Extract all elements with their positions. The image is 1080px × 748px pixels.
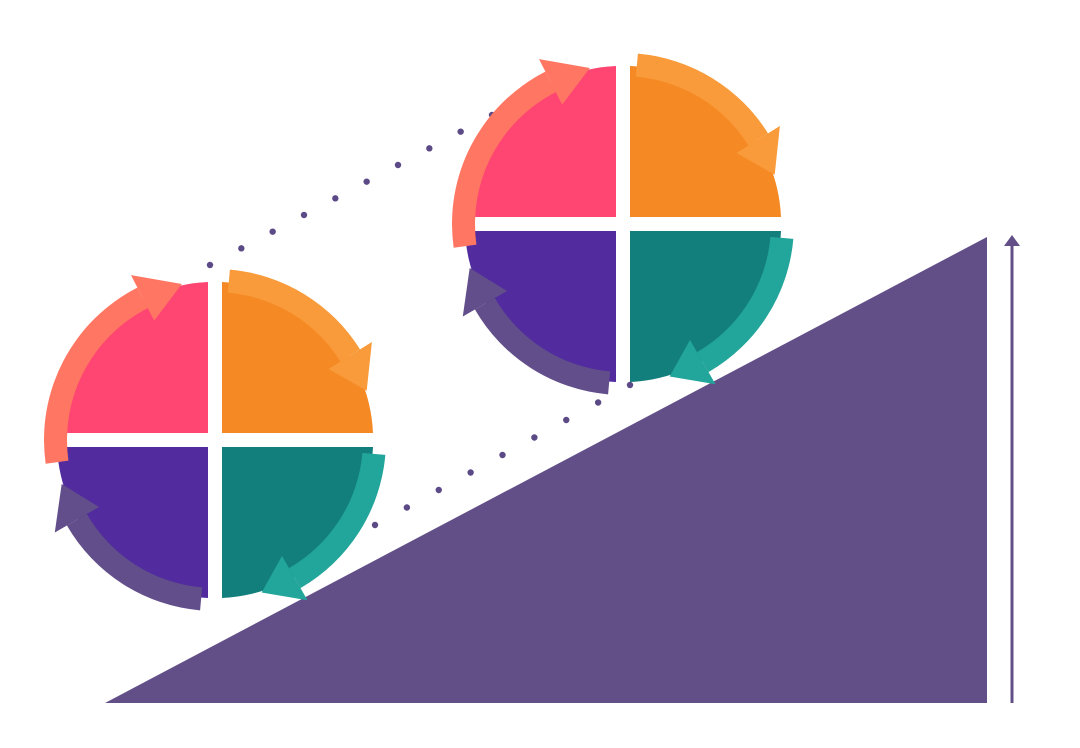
connector-dot xyxy=(426,145,433,152)
quadrant-do xyxy=(630,66,781,217)
arrow-check-icon xyxy=(261,452,386,601)
arrow-check-icon xyxy=(669,236,794,385)
connector-dot xyxy=(499,451,506,459)
quadrant-do xyxy=(222,282,373,433)
connector-dot xyxy=(531,434,538,441)
connector-dot xyxy=(435,486,442,494)
connector-dot xyxy=(332,195,339,202)
connector-dot xyxy=(238,245,245,252)
connector-dot xyxy=(394,161,402,169)
arrow-act-icon xyxy=(462,267,611,395)
cycle-upper xyxy=(451,53,794,395)
quadrant-act xyxy=(57,447,208,598)
connector-dot xyxy=(300,211,308,219)
quadrant-plan xyxy=(57,282,208,433)
arrow-plan-icon xyxy=(43,275,182,464)
connector-dot xyxy=(563,416,570,424)
connector-dot xyxy=(594,399,602,406)
quadrant-act xyxy=(465,231,616,382)
quadrant-plan xyxy=(465,66,616,217)
cycle-lower xyxy=(43,269,386,611)
connector-dot xyxy=(403,504,411,511)
arrow-do-icon xyxy=(227,269,372,391)
connector-dot xyxy=(371,521,379,529)
slope-triangle xyxy=(105,237,987,703)
connector-dot xyxy=(626,381,634,389)
arrow-do-icon xyxy=(635,53,780,175)
quadrant-check xyxy=(630,231,781,382)
connector-dot xyxy=(467,469,474,476)
connector-dot xyxy=(206,261,214,269)
arrow-act-icon xyxy=(54,483,203,611)
connector-dot xyxy=(363,178,370,185)
arrow-plan-icon xyxy=(451,59,590,248)
quadrant-check xyxy=(222,447,373,598)
connector-dot xyxy=(269,228,276,235)
upward-arrow xyxy=(1004,235,1020,703)
connector-dot xyxy=(457,128,464,135)
